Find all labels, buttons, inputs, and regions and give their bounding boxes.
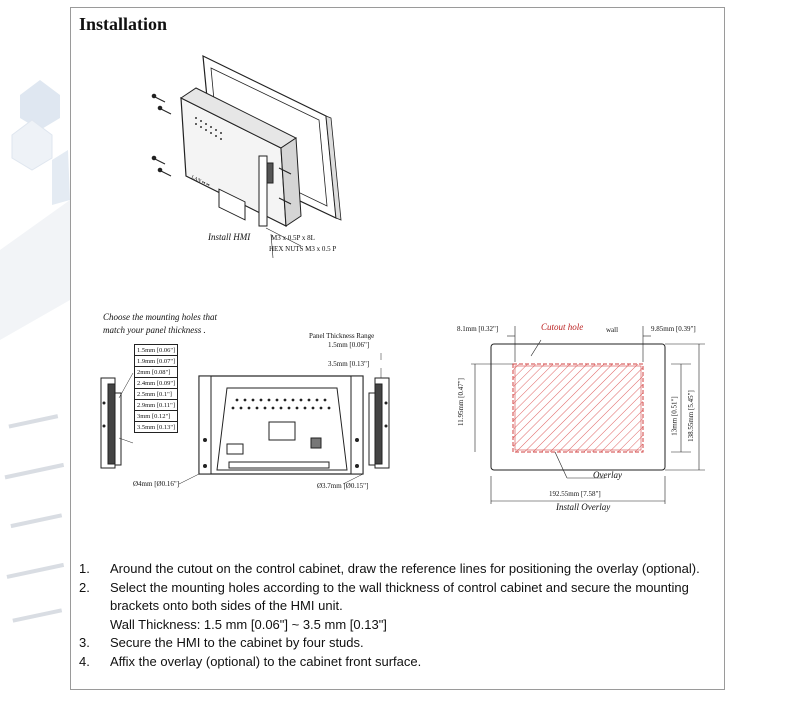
screw-spec-label: M3 x 0.5P x 8L [271, 234, 315, 242]
step-subtext: Wall Thickness: 1.5 mm [0.06"] ~ 3.5 mm … [110, 616, 387, 632]
list-item: 3. Secure the HMI to the cabinet by four… [79, 634, 719, 653]
installation-steps: 1. Around the cutout on the control cabi… [79, 560, 719, 671]
step-text: Around the cutout on the control cabinet… [110, 561, 700, 576]
wall-label: wall [606, 326, 619, 334]
overlay-label: Overlay [593, 470, 622, 480]
install-hmi-illustration: LAN ▪▪ ▪▪ [151, 54, 342, 259]
dim-left-top: 8.1mm [0.32"] [457, 325, 499, 333]
dim-inner-height: 13mm [0.51"] [670, 396, 679, 436]
mounting-instruction-line1: Choose the mounting holes that [103, 312, 217, 322]
dim-outer-height: 138.55mm [5.45"] [686, 390, 695, 442]
hole-left-label: Ø4mm [Ø0.16"] [133, 480, 180, 488]
step-text: Affix the overlay (optional) to the cabi… [110, 653, 422, 669]
thickness-option: 3.5mm [0.13"] [133, 421, 179, 433]
step-number: 4. [79, 653, 90, 669]
list-item: 2. Select the mounting holes according t… [79, 579, 719, 635]
thickness-range-title: Panel Thickness Range [309, 332, 375, 340]
thickness-range-max: 3.5mm [0.13"] [328, 360, 370, 368]
mounting-holes-illustration [100, 353, 390, 485]
thickness-range-min: 1.5mm [0.06"] [328, 341, 370, 349]
cutout-hole-label: Cutout hole [541, 322, 584, 332]
mounting-instruction-line2: match your panel thickness . [103, 325, 206, 335]
install-overlay-caption: Install Overlay [556, 502, 611, 512]
hole-right-label: Ø3.7mm [Ø0.15"] [317, 482, 369, 490]
list-item: 1. Around the cutout on the control cabi… [79, 560, 719, 579]
install-hmi-caption: Install HMI [208, 232, 251, 242]
step-number: 3. [79, 635, 90, 650]
step-number: 1. [79, 561, 90, 576]
thickness-options-table: 1.5mm [0.06"] 1.9mm [0.07"] 2mm [0.08"] … [133, 344, 179, 433]
nut-spec-label: HEX NUTS M3 x 0.5 P [269, 245, 337, 253]
table-row: 3.5mm [0.13"] [133, 421, 179, 433]
dim-width: 192.55mm [7.58"] [549, 490, 601, 498]
install-overlay-illustration [471, 326, 705, 504]
page-title: Installation [79, 14, 168, 34]
dim-right-top: 9.85mm [0.39"] [651, 325, 696, 333]
list-item: 4. Affix the overlay (optional) to the c… [79, 653, 719, 672]
step-text: Secure the HMI to the cabinet by four st… [110, 635, 364, 650]
dim-left-side: 11.95mm [0.47"] [456, 378, 465, 426]
step-number: 2. [79, 579, 90, 595]
step-text: Select the mounting holes according to t… [110, 579, 689, 614]
installation-panel: Installation LAN ▪▪ ▪▪ Insta [70, 7, 725, 690]
